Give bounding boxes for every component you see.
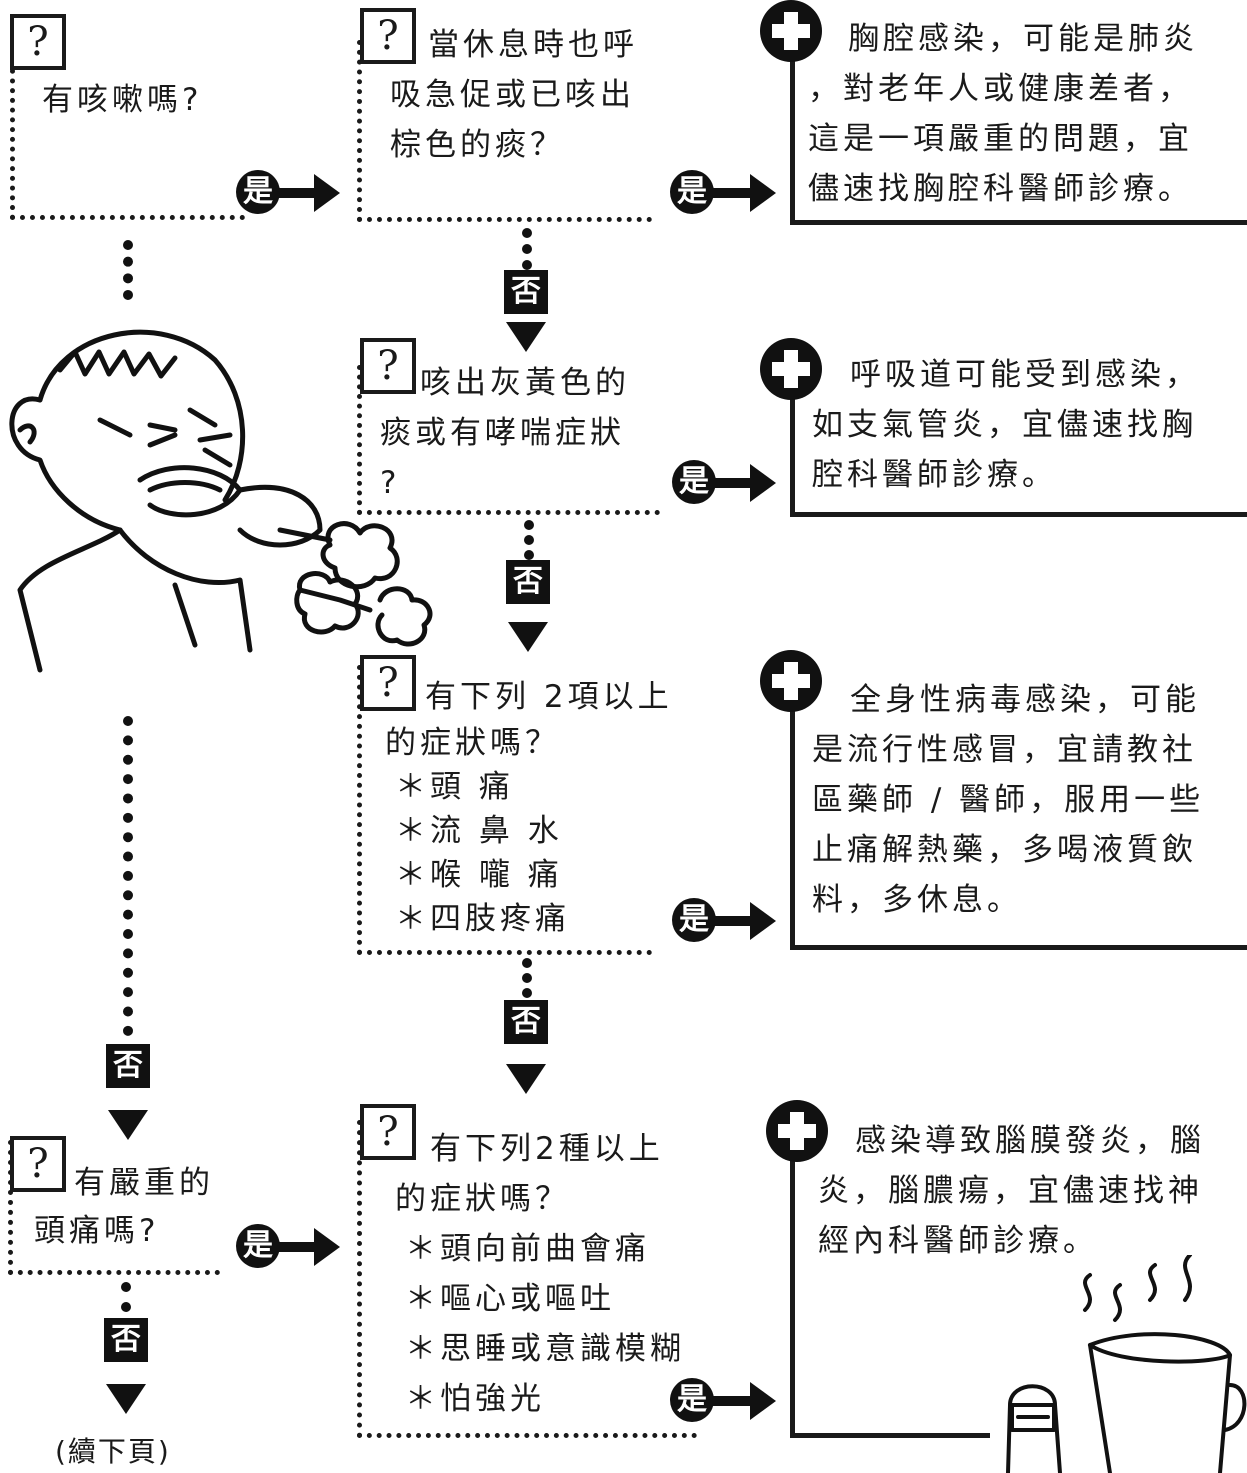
yes-badge: 是 bbox=[236, 170, 280, 214]
symptom-item: ＊嘔心或嘔吐 bbox=[405, 1281, 615, 1317]
answer-text-line: ，對老年人或健康差者， bbox=[808, 71, 1193, 107]
medical-cross-icon bbox=[760, 338, 822, 400]
question-box-yellow-phlegm bbox=[357, 365, 660, 515]
answer-box-bottom-line bbox=[790, 1433, 990, 1438]
yes-badge: 是 bbox=[236, 1224, 280, 1268]
question-box-flu-symptoms bbox=[357, 665, 652, 955]
symptom-item: ＊思睡或意識模糊 bbox=[405, 1331, 685, 1367]
question-mark-icon: ? bbox=[10, 1136, 66, 1192]
answer-text-line: 儘速找胸腔科醫師診療。 bbox=[808, 171, 1193, 207]
flow-connector bbox=[522, 958, 532, 998]
question-mark-icon: ? bbox=[10, 14, 66, 70]
question-text-line: 的症狀嗎？ bbox=[395, 1181, 570, 1217]
question-box-headache bbox=[8, 1140, 220, 1275]
flow-connector bbox=[123, 240, 133, 300]
symptom-item: ＊喉 嚨 痛 bbox=[395, 857, 563, 893]
question-mark-icon: ? bbox=[360, 1104, 416, 1160]
answer-text-line: 這是一項嚴重的問題，宜 bbox=[808, 121, 1193, 157]
yes-badge: 是 bbox=[672, 898, 716, 942]
medicine-and-tea-illustration bbox=[1006, 1255, 1247, 1473]
yes-arrow bbox=[712, 464, 776, 502]
answer-text-line: 料，多休息。 bbox=[812, 882, 1022, 918]
answer-box-pneumonia bbox=[790, 30, 1247, 225]
down-arrow bbox=[506, 1064, 546, 1094]
question-text-line: 頭痛嗎? bbox=[34, 1213, 160, 1249]
answer-text-line: 炎，腦膿瘍，宜儘速找神 bbox=[818, 1173, 1203, 1209]
question-text-line: 有下列 2項以上 bbox=[425, 679, 673, 715]
flow-connector bbox=[522, 228, 532, 270]
continued-note: (續下頁) bbox=[55, 1435, 171, 1468]
answer-text-line: 全身性病毒感染，可能 bbox=[850, 682, 1200, 718]
symptom-item: ＊頭向前曲會痛 bbox=[405, 1231, 650, 1267]
flow-connector bbox=[524, 520, 534, 560]
answer-text-line: 腔科醫師診療。 bbox=[812, 457, 1057, 493]
answer-text-line: 止痛解熱藥，多喝液質飲 bbox=[812, 832, 1197, 868]
yes-arrow bbox=[276, 174, 340, 212]
question-text-cough: 有咳嗽嗎? bbox=[42, 82, 203, 118]
answer-text-line: 如支氣管炎，宜儘速找胸 bbox=[812, 407, 1197, 443]
question-text-line: ? bbox=[380, 465, 401, 501]
question-mark-icon: ? bbox=[360, 338, 416, 394]
answer-text-line: 感染導致腦膜發炎，腦 bbox=[855, 1123, 1205, 1159]
question-box-cough bbox=[10, 20, 245, 220]
question-text-line: 當休息時也呼 bbox=[428, 27, 638, 63]
down-arrow bbox=[508, 622, 548, 652]
answer-box-meningitis bbox=[790, 1140, 1247, 1438]
question-text-line: 吸急促或已咳出 bbox=[390, 77, 635, 113]
question-text-line: 有嚴重的 bbox=[74, 1165, 214, 1201]
answer-text-line: 經內科醫師診療。 bbox=[818, 1223, 1098, 1259]
no-badge: 否 bbox=[504, 1000, 548, 1044]
no-badge: 否 bbox=[104, 1318, 148, 1362]
answer-text-line: 胸腔感染，可能是肺炎 bbox=[848, 21, 1198, 57]
yes-arrow bbox=[712, 902, 776, 940]
yes-arrow bbox=[710, 1382, 776, 1420]
symptom-item: ＊四肢疼痛 bbox=[395, 901, 570, 937]
medical-cross-icon bbox=[760, 650, 822, 712]
yes-badge: 是 bbox=[670, 1378, 714, 1422]
question-text-line: 咳出灰黃色的 bbox=[420, 365, 630, 401]
flow-connector bbox=[123, 716, 133, 1036]
yes-arrow bbox=[276, 1228, 340, 1266]
medical-cross-icon bbox=[760, 0, 822, 62]
down-arrow bbox=[106, 1384, 146, 1414]
question-mark-icon: ? bbox=[360, 8, 416, 64]
down-arrow bbox=[506, 322, 546, 352]
question-text-line: 的症狀嗎？ bbox=[385, 725, 560, 761]
symptom-item: ＊流 鼻 水 bbox=[395, 813, 563, 849]
no-badge: 否 bbox=[504, 270, 548, 314]
question-mark-icon: ? bbox=[360, 655, 416, 711]
answer-box-influenza bbox=[790, 680, 1247, 950]
flow-connector bbox=[121, 1282, 131, 1312]
answer-text-line: 是流行性感冒，宜請教社 bbox=[812, 732, 1197, 768]
no-badge: 否 bbox=[106, 1044, 150, 1088]
yes-badge: 是 bbox=[670, 170, 714, 214]
question-text-line: 棕色的痰？ bbox=[390, 127, 565, 163]
coughing-boy-illustration bbox=[9, 329, 433, 673]
question-box-meningitis bbox=[357, 1120, 697, 1438]
question-text-line: 痰或有哮喘症狀 bbox=[380, 415, 625, 451]
question-box-breathing bbox=[357, 40, 652, 222]
yes-badge: 是 bbox=[672, 460, 716, 504]
yes-arrow bbox=[710, 174, 776, 212]
down-arrow bbox=[108, 1110, 148, 1140]
no-badge: 否 bbox=[506, 560, 550, 604]
answer-box-bronchitis bbox=[790, 365, 1247, 517]
symptom-item: ＊怕強光 bbox=[405, 1381, 545, 1417]
question-text-line: 有下列2種以上 bbox=[430, 1131, 664, 1167]
symptom-item: ＊頭 痛 bbox=[395, 769, 514, 805]
medical-cross-icon bbox=[766, 1100, 828, 1162]
answer-text-line: 區藥師 / 醫師，服用一些 bbox=[812, 782, 1205, 818]
answer-text-line: 呼吸道可能受到感染， bbox=[850, 357, 1200, 393]
